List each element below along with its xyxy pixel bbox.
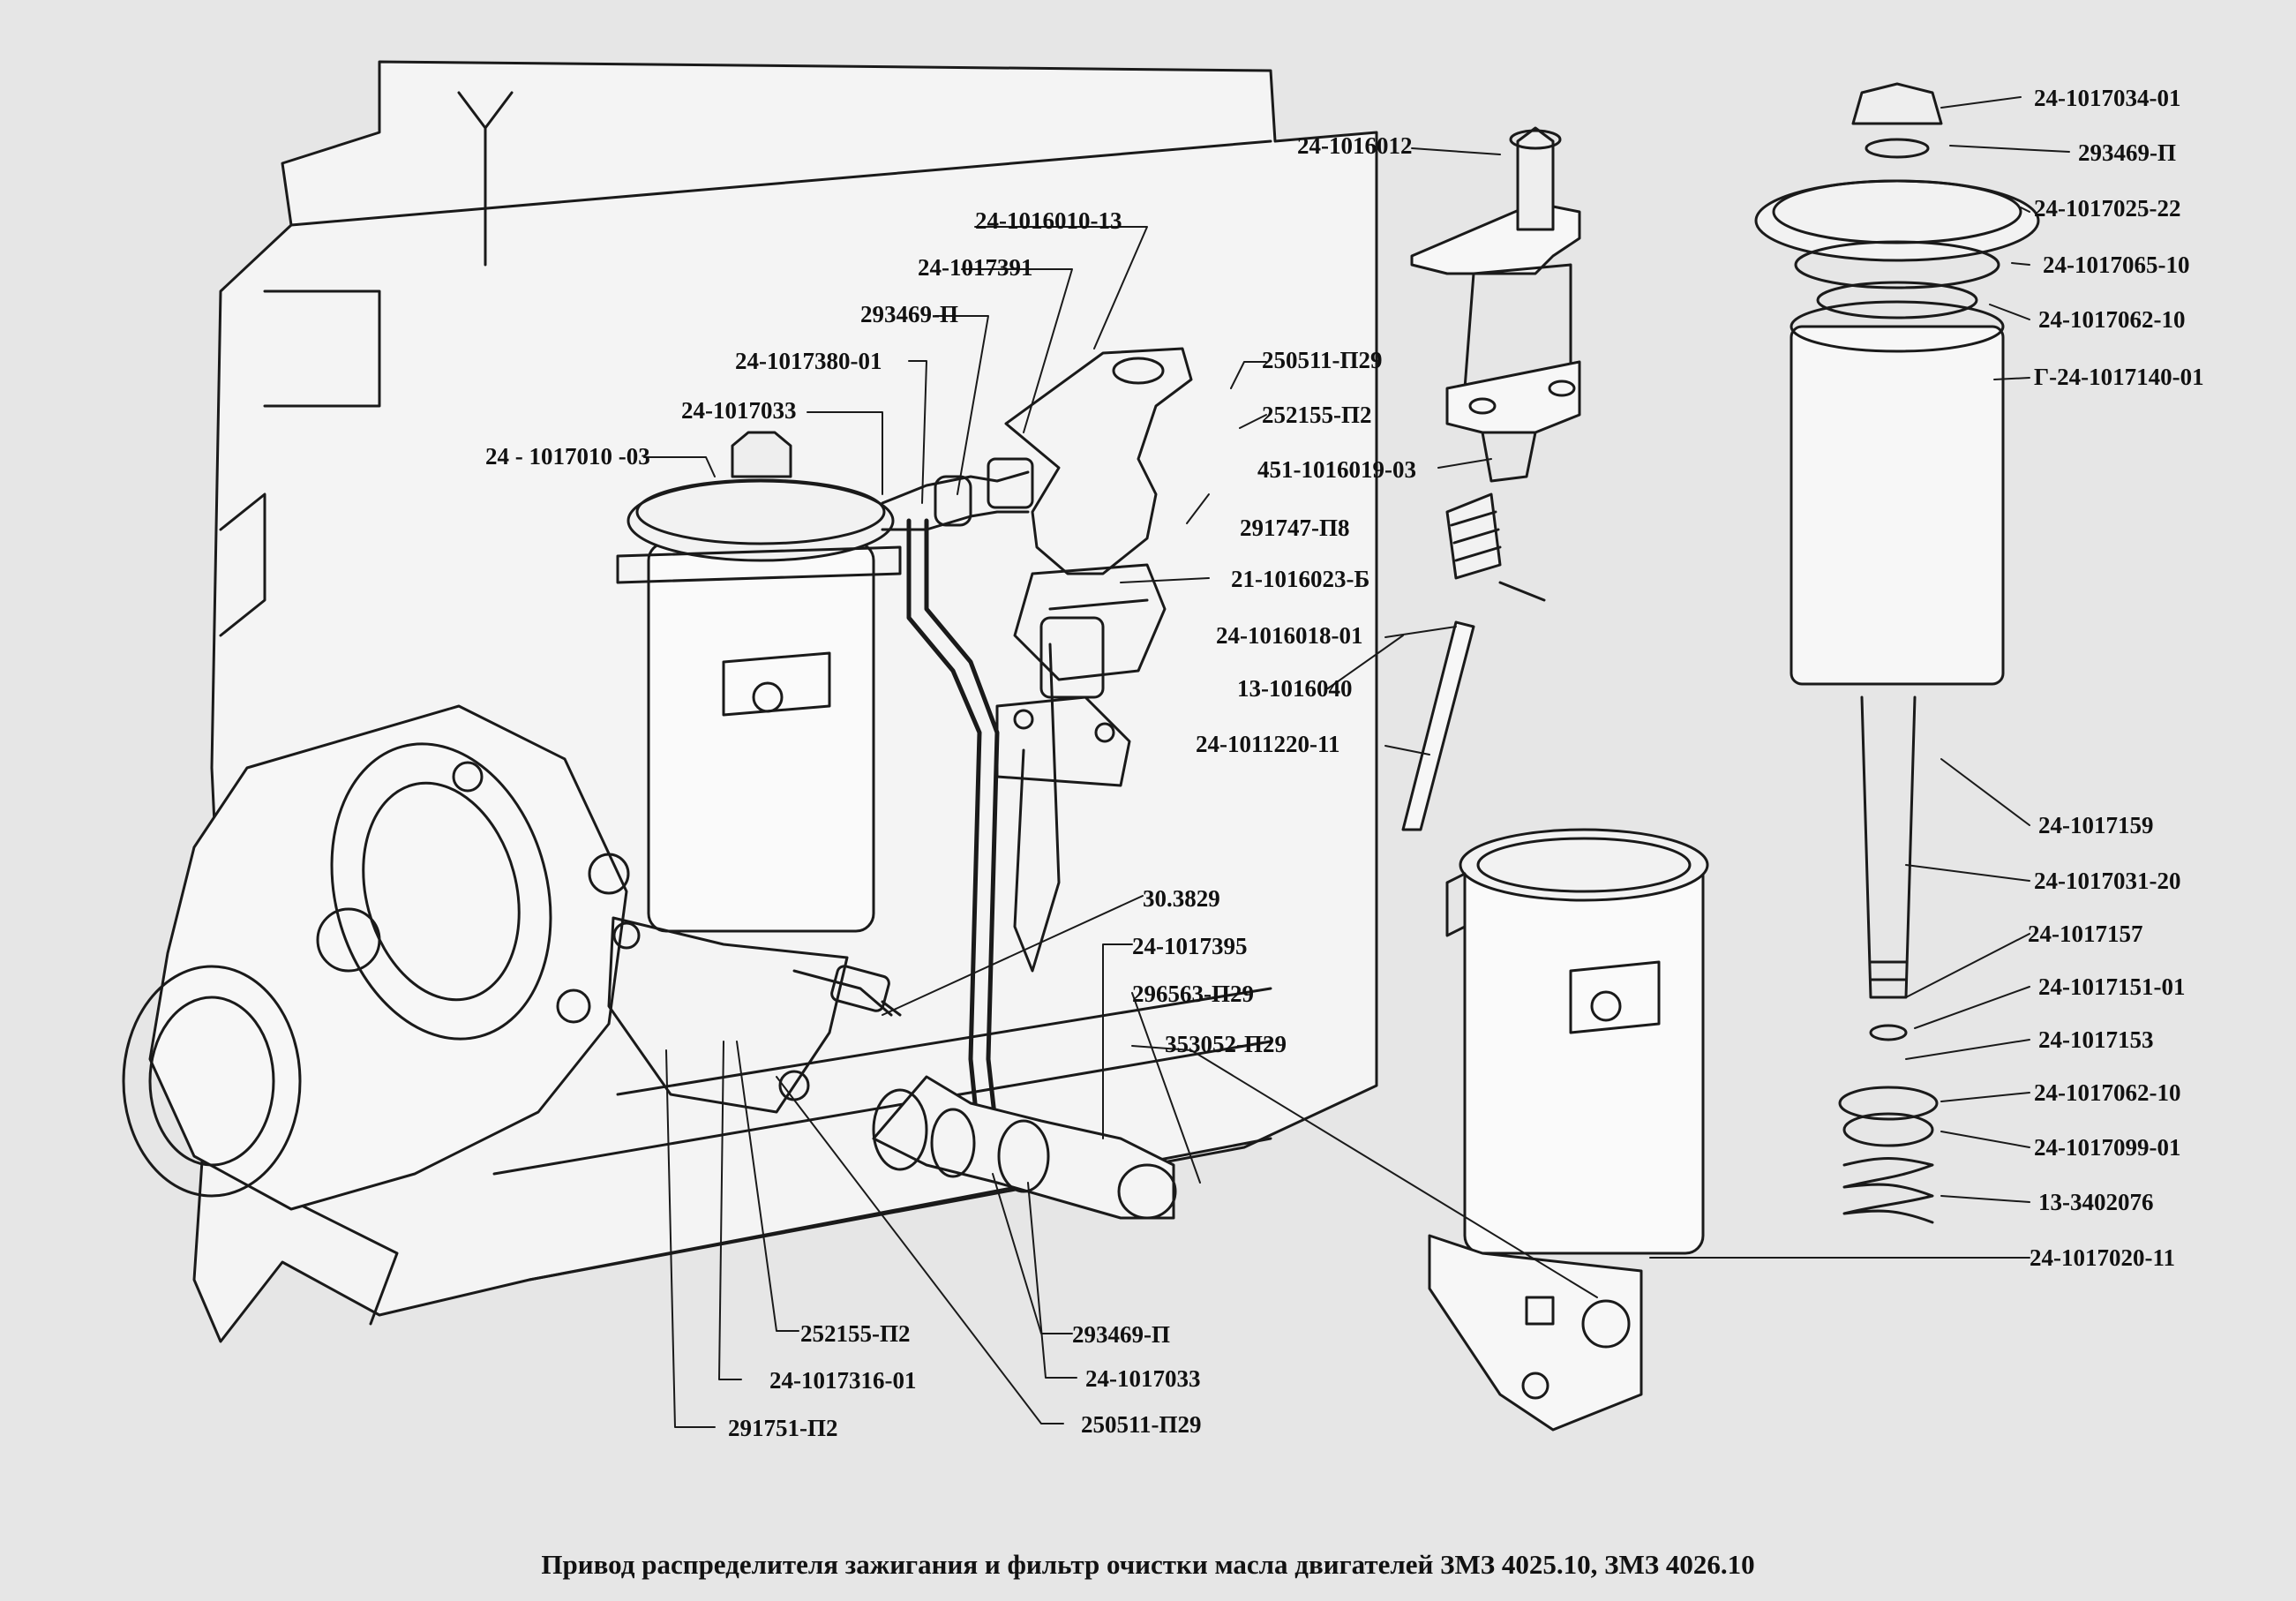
label-24-1011220-11: 24-1011220-11 bbox=[1196, 731, 1340, 757]
label-250511-p29-upper: 250511-П29 bbox=[1262, 347, 1383, 373]
label-24-1017062-10-upper: 24-1017062-10 bbox=[2038, 306, 2186, 333]
label-24-1016012: 24-1016012 bbox=[1297, 132, 1413, 159]
distributor-drive bbox=[995, 347, 1193, 973]
label-24-1017391: 24-1017391 bbox=[918, 254, 1033, 281]
label-296563-p29: 296563-П29 bbox=[1132, 981, 1254, 1007]
label-24-1016018-01: 24-1016018-01 bbox=[1216, 622, 1363, 649]
label-24-1017316-01: 24-1017316-01 bbox=[769, 1367, 917, 1394]
label-g-24-1017140-01: Г-24-1017140-01 bbox=[2034, 364, 2204, 390]
label-451-1016019-03: 451-1016019-03 bbox=[1257, 456, 1416, 483]
distributor-housing-exploded bbox=[1410, 126, 1581, 483]
label-30-3829: 30.3829 bbox=[1143, 885, 1220, 912]
timing-cover bbox=[122, 704, 630, 1211]
label-24-1017020-11: 24-1017020-11 bbox=[2030, 1244, 2175, 1271]
label-293469-p-upper: 293469-П bbox=[860, 301, 958, 327]
drive-gear-and-shaft bbox=[1401, 492, 1546, 831]
filter-element-stack bbox=[1754, 82, 2040, 1224]
label-24-1017034-01: 24-1017034-01 bbox=[2034, 85, 2181, 111]
label-293469-p-right: 293469-П bbox=[2078, 139, 2176, 166]
label-291751-p2: 291751-П2 bbox=[728, 1415, 838, 1441]
label-24-1017099-01: 24-1017099-01 bbox=[2034, 1134, 2181, 1161]
label-24-1017151-01: 24-1017151-01 bbox=[2038, 973, 2186, 1000]
label-24-1017380-01: 24-1017380-01 bbox=[735, 348, 882, 374]
leader-lines bbox=[643, 96, 2070, 1428]
label-24-1016010-13: 24-1016010-13 bbox=[975, 207, 1122, 234]
label-24-1017025-22: 24-1017025-22 bbox=[2034, 195, 2181, 222]
label-24-1017159: 24-1017159 bbox=[2038, 812, 2154, 838]
label-24-1017153: 24-1017153 bbox=[2038, 1026, 2154, 1053]
label-293469-p-lower: 293469-П bbox=[1072, 1321, 1170, 1348]
label-13-1016040: 13-1016040 bbox=[1237, 675, 1353, 702]
label-21-1016023-b: 21-1016023-Б bbox=[1231, 566, 1370, 592]
label-13-3402076: 13-3402076 bbox=[2038, 1189, 2154, 1215]
label-24-1017062-10-lower: 24-1017062-10 bbox=[2034, 1079, 2181, 1106]
label-252155-p2-upper: 252155-П2 bbox=[1262, 402, 1372, 428]
diagram-caption: Привод распределителя зажигания и фильтр… bbox=[541, 1549, 1755, 1580]
label-24-1017010-03: 24 - 1017010 -03 bbox=[485, 443, 650, 470]
label-24-1017033-lower: 24-1017033 bbox=[1085, 1365, 1201, 1392]
oil-filter-assembly bbox=[607, 431, 902, 1114]
label-252155-p2-lower: 252155-П2 bbox=[800, 1320, 911, 1347]
label-24-1017395: 24-1017395 bbox=[1132, 933, 1248, 959]
label-24-1017031-20: 24-1017031-20 bbox=[2034, 868, 2181, 894]
label-24-1017065-10: 24-1017065-10 bbox=[2043, 252, 2190, 278]
label-250511-p29-lower: 250511-П29 bbox=[1081, 1411, 1202, 1438]
filter-housing-exploded bbox=[1428, 828, 1709, 1432]
label-353052-p29: 353052-П29 bbox=[1165, 1031, 1287, 1057]
label-24-1017033-upper: 24-1017033 bbox=[681, 397, 797, 424]
label-24-1017157: 24-1017157 bbox=[2028, 921, 2143, 947]
label-291747-p8: 291747-П8 bbox=[1240, 515, 1350, 541]
